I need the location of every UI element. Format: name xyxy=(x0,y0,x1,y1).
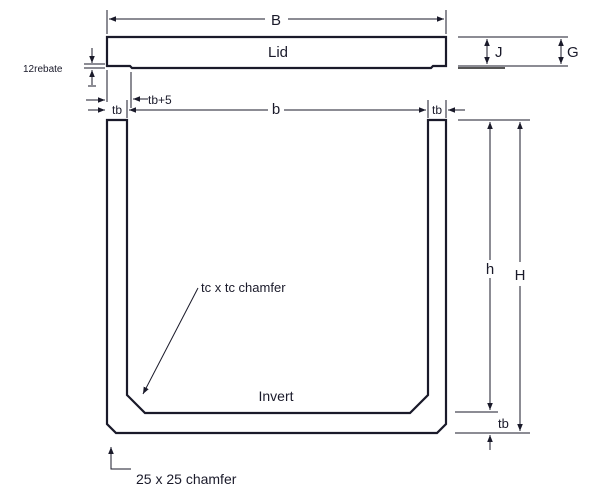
label-H: H xyxy=(515,267,526,284)
channel-outline xyxy=(105,118,448,435)
dimension-h-H: h H tb xyxy=(455,119,530,450)
tc-chamfer-callout: tc x tc chamfer xyxy=(142,280,286,395)
outer-chamfer-callout: 25 x 25 chamfer xyxy=(108,447,237,487)
dimension-J-G: J G xyxy=(458,36,579,69)
label-b: b xyxy=(272,101,280,118)
label-rebate: 12rebate xyxy=(23,64,63,75)
dimension-b-tb: tb b tb xyxy=(88,100,465,118)
label-J: J xyxy=(495,44,503,61)
invert-label: Invert xyxy=(258,388,293,404)
label-tb-left: tb xyxy=(112,103,122,117)
lid-outline xyxy=(105,35,448,70)
dimension-rebate: 12rebate tb+5 xyxy=(23,48,172,108)
label-h: h xyxy=(486,261,494,278)
label-G: G xyxy=(567,44,579,61)
lid-label: Lid xyxy=(268,44,288,61)
label-tb-bottom: tb xyxy=(498,416,509,431)
label-tb-plus-5: tb+5 xyxy=(148,93,172,107)
dimension-B: B xyxy=(106,10,447,34)
label-B: B xyxy=(271,12,281,29)
label-outer-chamfer: 25 x 25 chamfer xyxy=(136,471,237,487)
label-tb-right: tb xyxy=(432,103,442,117)
label-tc-chamfer: tc x tc chamfer xyxy=(201,280,286,295)
